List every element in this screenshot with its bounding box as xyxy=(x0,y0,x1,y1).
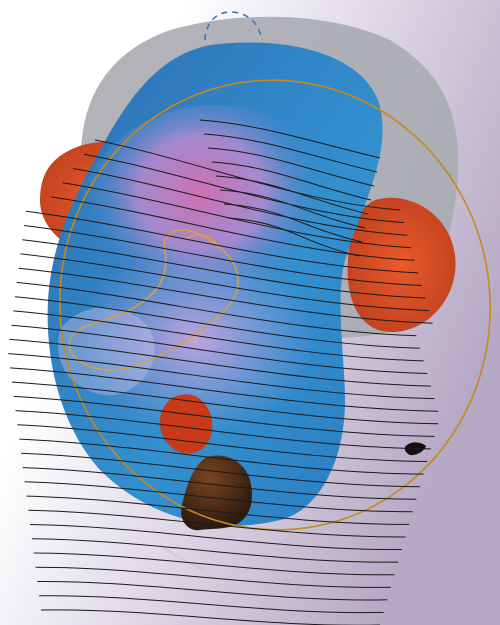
stripe-line-upper xyxy=(227,217,360,257)
stripe-line xyxy=(13,310,424,362)
stripe-line xyxy=(19,438,424,475)
stripe-line xyxy=(73,168,408,236)
stripe-line xyxy=(31,538,399,563)
stripe-line xyxy=(37,580,388,601)
stripe-line xyxy=(10,367,439,412)
stripe-line-upper xyxy=(211,161,372,201)
stripe-line xyxy=(40,609,380,625)
stripe-line xyxy=(33,552,395,576)
stripe-line-upper xyxy=(203,133,378,173)
stripe-line-upper xyxy=(207,147,375,187)
wavy-stripe-lines xyxy=(8,119,439,625)
gold-loop xyxy=(68,229,239,371)
stripe-line xyxy=(17,424,428,462)
stripe-line xyxy=(15,410,431,450)
stripe-line xyxy=(30,524,402,551)
stripe-line xyxy=(13,395,435,437)
stripe-line-upper xyxy=(223,203,363,243)
stripe-line xyxy=(22,467,417,500)
stripe-line xyxy=(16,281,417,337)
stripe-line-upper xyxy=(215,175,369,215)
stripe-line xyxy=(18,267,433,324)
right-orange-lobe xyxy=(347,197,456,333)
stripe-line xyxy=(28,509,406,538)
stripe-line xyxy=(11,324,428,374)
stripe-line xyxy=(11,381,439,425)
stripe-line xyxy=(8,353,435,400)
stripe-line xyxy=(51,196,415,261)
stripe-line xyxy=(35,566,391,588)
stripe-line xyxy=(9,338,431,387)
lavender-glow xyxy=(75,245,315,435)
stripe-line xyxy=(22,239,426,299)
stripe-line-upper xyxy=(219,189,366,229)
stripe-line xyxy=(24,225,422,286)
stripe-line xyxy=(20,253,430,312)
brown-blob xyxy=(181,455,252,531)
dashed-arc xyxy=(204,11,263,41)
stripe-line xyxy=(62,182,411,249)
stripe-line xyxy=(14,296,421,349)
stripe-line xyxy=(20,452,421,488)
red-drop xyxy=(159,394,213,454)
stripe-line xyxy=(26,495,410,525)
stripe-line xyxy=(24,481,413,513)
pale-overlay xyxy=(58,307,155,395)
stripe-line-upper xyxy=(199,119,381,159)
gold-ring xyxy=(59,79,491,531)
stripe-line xyxy=(39,595,384,614)
stripe-line xyxy=(25,210,419,274)
